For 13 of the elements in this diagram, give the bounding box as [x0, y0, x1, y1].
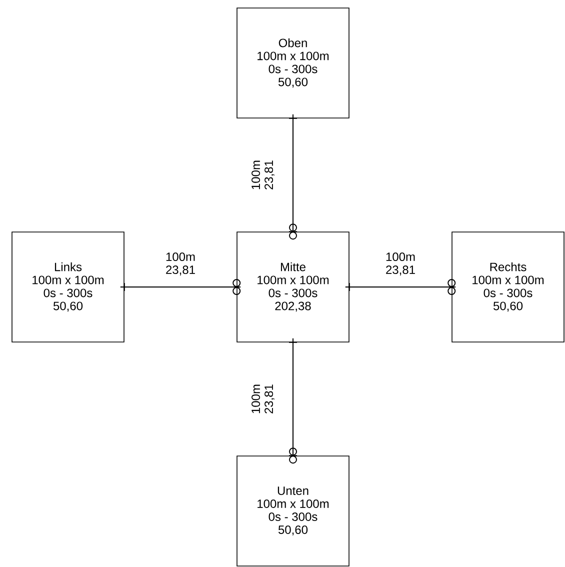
station-box: Mitte 100m x 100m 0s - 300s 202,38 — [236, 232, 350, 342]
station-box: Links 100m x 100m 0s - 300s 50,60 — [12, 232, 124, 342]
connector-line — [288, 114, 298, 240]
connector-line — [344, 279, 456, 295]
station-box: Unten 100m x 100m 0s - 300s 50,60 — [236, 456, 350, 566]
station-box: Oben 100m x 100m 0s - 300s 50,60 — [236, 8, 350, 118]
edge-label: 100m 23,81 — [252, 160, 274, 190]
connector-line — [120, 279, 242, 295]
edge-label: 100m 23,81 — [252, 384, 274, 414]
connector-line — [288, 338, 298, 464]
station-box: Rechts 100m x 100m 0s - 300s 50,60 — [452, 232, 564, 342]
edge-label: 100m 23,81 — [386, 252, 415, 276]
edge-label: 100m 23,81 — [166, 252, 195, 276]
